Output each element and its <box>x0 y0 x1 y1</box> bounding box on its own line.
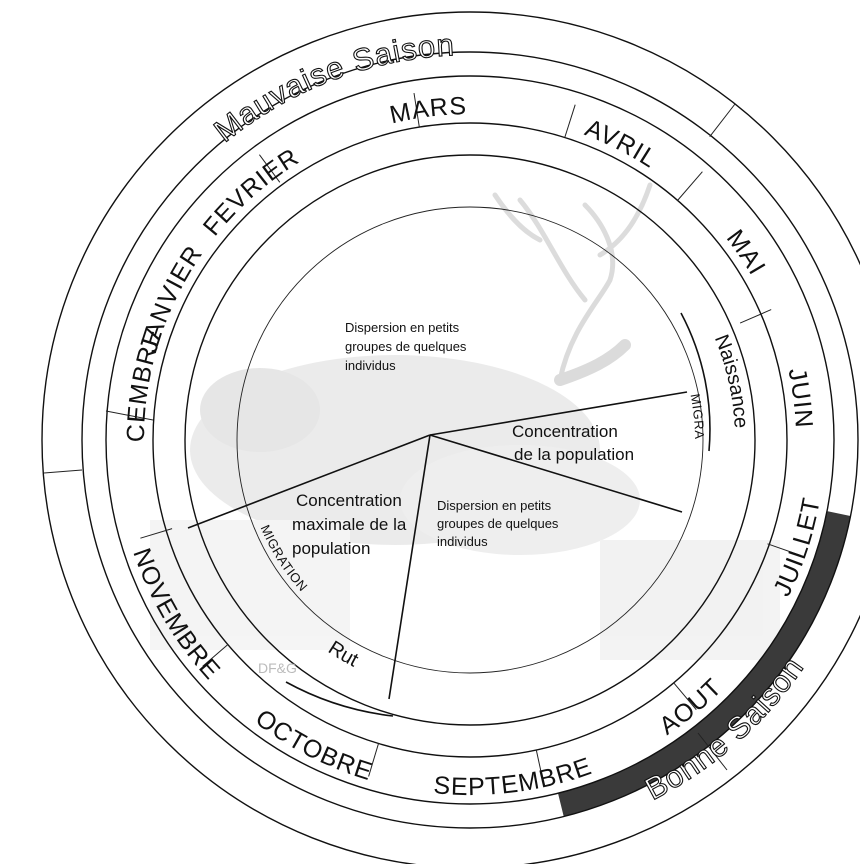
rut-period-arc <box>285 681 394 717</box>
month-label-fevrier: FEVRIER <box>198 143 304 241</box>
season-divider-top <box>709 103 736 138</box>
event-ring <box>184 154 756 726</box>
outer-ring <box>41 11 860 864</box>
month-label-mai: MAI <box>721 225 771 280</box>
month-label-juin: JUIN <box>783 366 818 430</box>
phase-dispersion-bottom-line-1: Dispersion en petits <box>437 498 552 513</box>
phase-dispersion-bottom-line-3: individus <box>437 534 488 549</box>
month-ring-outer <box>105 75 835 805</box>
season-divider-left <box>43 469 83 474</box>
season-divider-bottom <box>697 732 728 771</box>
phase-concentration-line-1: Concentration <box>512 422 618 441</box>
month-label-decembre: DECEMBRE <box>0 0 168 443</box>
season-ring <box>81 51 859 829</box>
phase-dispersion-top-line-2: groupes de quelques <box>345 339 467 354</box>
phase-dispersion-bottom: Dispersion en petits groupes de quelques… <box>437 498 559 549</box>
phase-concentration-max: Concentration maximale de la population <box>292 491 407 558</box>
birth-period-arc <box>680 312 711 452</box>
phase-dispersion-bottom-line-2: groupes de quelques <box>437 516 559 531</box>
inner-ring <box>236 206 704 674</box>
phase-concentration-max-line-1: Concentration <box>296 491 402 510</box>
phase-concentration-line-2: de la population <box>514 445 634 464</box>
phase-concentration-max-line-2: maximale de la <box>292 515 407 534</box>
phase-concentration: Concentration de la population <box>512 422 634 464</box>
watermark-label: DF&G <box>258 660 297 676</box>
month-dividers <box>105 93 801 784</box>
phase-sectors <box>187 391 688 700</box>
good-season-band <box>558 511 851 817</box>
bad-season-label: Mauvaise Saison <box>207 27 455 148</box>
month-ring-inner <box>152 122 788 758</box>
birth-label: Naissance <box>710 332 752 429</box>
caribou-illustration <box>150 182 780 660</box>
phase-dispersion-top: Dispersion en petits groupes de quelques… <box>345 320 467 373</box>
phase-concentration-max-line-3: population <box>292 539 370 558</box>
phase-dispersion-top-line-1: Dispersion en petits <box>345 320 460 335</box>
phase-dispersion-top-line-3: individus <box>345 358 396 373</box>
